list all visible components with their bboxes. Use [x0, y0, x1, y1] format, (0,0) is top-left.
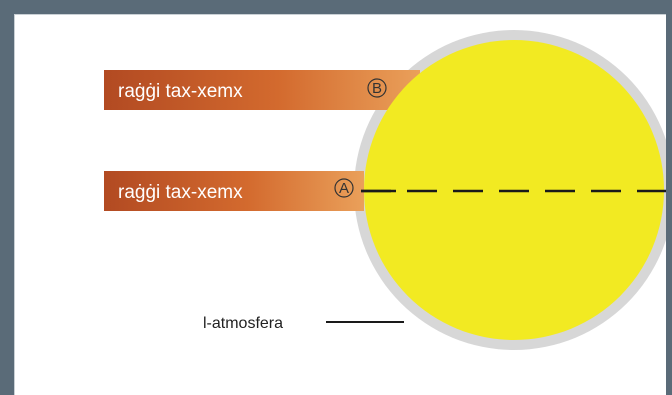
ray-a-label: raġġi tax-xemx [118, 182, 243, 203]
ray-b-label: raġġi tax-xemx [118, 81, 243, 102]
marker-a-circle [334, 178, 354, 198]
sun-rays-diagram: raġġi tax-xemx raġġi tax-xemx B A l-atmo… [104, 30, 666, 350]
atmosphere-label: l-atmosfera [203, 315, 283, 332]
sun-ray-a [104, 171, 364, 211]
diagram-canvas: raġġi tax-xemx raġġi tax-xemx B A l-atmo… [14, 14, 666, 395]
marker-b-letter: B [372, 80, 382, 97]
sun-ray-b [104, 70, 420, 110]
marker-b-circle [367, 78, 387, 98]
marker-a-letter: A [339, 180, 349, 197]
